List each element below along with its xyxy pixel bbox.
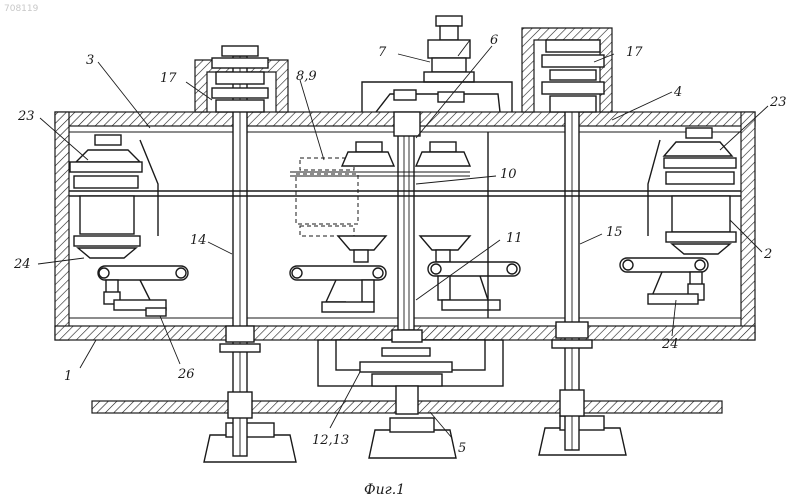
label-14: 14: [190, 233, 207, 248]
spindle-left: [70, 135, 188, 316]
label-6: 6: [490, 33, 498, 48]
label-3: 3: [86, 53, 94, 68]
label-11: 11: [506, 231, 523, 246]
label-23-right: 23: [769, 95, 787, 110]
label-15: 15: [606, 225, 623, 240]
label-4: 4: [673, 85, 682, 100]
support-feet: [204, 416, 626, 462]
label-17-right: 17: [626, 45, 643, 60]
label-26: 26: [177, 367, 195, 382]
label-17-left: 17: [160, 71, 177, 86]
label-2: 2: [763, 247, 772, 262]
watermark: 708119: [4, 4, 39, 14]
label-24-right: 24: [661, 337, 679, 352]
label-23-left: 23: [17, 109, 35, 124]
label-8-9: 8,9: [296, 69, 317, 84]
label-1: 1: [64, 369, 72, 384]
spindle-middle-right: [416, 132, 520, 318]
label-7: 7: [378, 45, 387, 60]
label-12-13: 12,13: [312, 433, 349, 448]
label-10: 10: [500, 167, 517, 182]
figure-caption: Фиг.1: [364, 482, 405, 498]
label-24-left: 24: [13, 257, 31, 272]
spindle-right: [620, 128, 736, 304]
label-5: 5: [458, 441, 466, 456]
spindle-middle-left: [290, 142, 394, 312]
